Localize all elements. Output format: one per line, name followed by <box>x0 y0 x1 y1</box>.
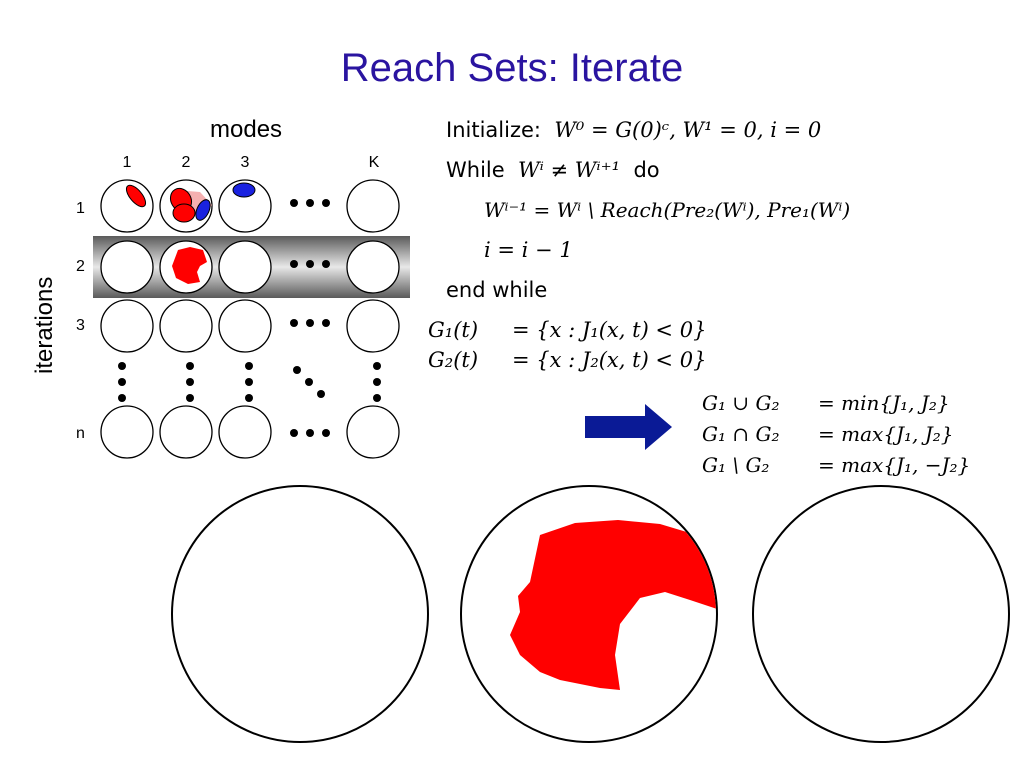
ellipsis-dots-r1 <box>290 199 330 207</box>
cell-r3-c3 <box>218 299 272 353</box>
def-g1-lhs: G₁(t) <box>428 318 479 342</box>
algo-line-initialize: Initialize: W⁰ = G(0)ᶜ, W¹ = 0, i = 0 <box>446 118 822 142</box>
diagonal-ellipsis <box>293 366 325 398</box>
modes-axis-label: modes <box>210 116 283 143</box>
cell-r1-ck <box>346 179 400 233</box>
op-difference-lhs: G₁ \ G₂ <box>702 453 770 477</box>
ellipsis-dots-rn <box>290 429 330 437</box>
ellipsis-dots-r2 <box>290 260 330 268</box>
grid-row-2 <box>100 240 400 294</box>
row-label-3: 3 <box>76 317 85 334</box>
reach-set-red-r1c2-b <box>172 203 196 223</box>
op-union-lhs: G₁ ∪ G₂ <box>702 391 780 415</box>
reach-set-red-r1c1 <box>125 184 147 208</box>
cell-rn-c2 <box>159 405 213 459</box>
cell-r1-c3 <box>218 179 272 233</box>
algo-line-update: Wⁱ⁻¹ = Wⁱ \ Reach(Pre₂(Wⁱ), Pre₁(Wⁱ) <box>484 198 851 222</box>
cell-r2-c1 <box>100 240 154 294</box>
reach-set-red-r2c2 <box>172 247 207 284</box>
op-intersection-lhs: G₁ ∩ G₂ <box>702 422 780 446</box>
cell-rn-c1 <box>100 405 154 459</box>
col-label-k: K <box>368 154 380 171</box>
algo-line-while: While Wⁱ ≠ Wⁱ⁺¹ do <box>446 158 660 182</box>
col-label-2: 2 <box>181 154 191 171</box>
grid-row-n <box>100 405 400 459</box>
op-union-rhs: = min{J₁, J₂} <box>818 391 950 415</box>
cell-r3-c1 <box>100 299 154 353</box>
cell-rn-ck <box>346 405 400 459</box>
large-circle-left <box>171 485 429 743</box>
algo-line-decrement: i = i − 1 <box>484 238 573 262</box>
col-label-3: 3 <box>240 154 250 171</box>
row-label-2: 2 <box>76 258 85 275</box>
reach-set-red-large <box>510 520 716 690</box>
cell-r2-c3 <box>218 240 272 294</box>
reach-set-blue-r1c3 <box>232 182 256 198</box>
grid-row-3 <box>100 299 400 353</box>
slide-title: Reach Sets: Iterate <box>340 46 684 90</box>
def-g1-rhs: = {x : J₁(x, t) < 0} <box>512 318 707 342</box>
large-circle-right <box>752 485 1010 743</box>
algo-line-end-while: end while <box>446 278 548 302</box>
op-intersection-rhs: = max{J₁, J₂} <box>818 422 954 446</box>
row-label-n: n <box>76 425 85 442</box>
ellipsis-dots-r3 <box>290 319 330 327</box>
right-arrow-icon <box>585 404 672 450</box>
cell-r3-c2 <box>159 299 213 353</box>
row-label-1: 1 <box>76 200 85 217</box>
cell-r3-ck <box>346 299 400 353</box>
cell-r2-ck <box>346 240 400 294</box>
def-g2-rhs: = {x : J₂(x, t) < 0} <box>512 348 707 372</box>
cell-rn-c3 <box>218 405 272 459</box>
def-g2-lhs: G₂(t) <box>428 348 479 372</box>
col-label-1: 1 <box>122 154 132 171</box>
reach-set-blue-r1c2 <box>195 199 211 221</box>
op-difference-rhs: = max{J₁, −J₂} <box>818 453 971 477</box>
vertical-ellipsis <box>118 362 381 402</box>
